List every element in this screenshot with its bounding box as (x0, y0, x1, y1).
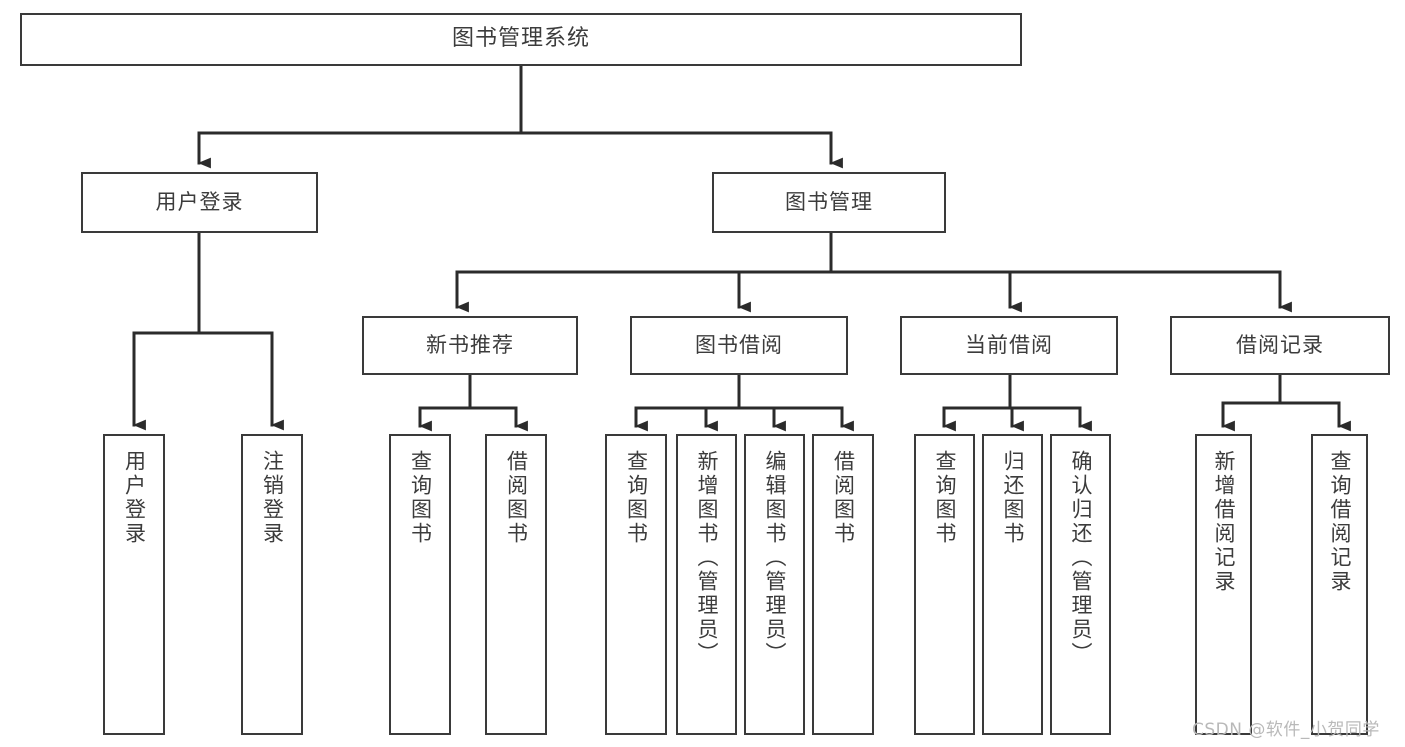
node-leaf-user-logout[interactable]: 注销登录 (241, 434, 303, 735)
node-leaf-add-borrow-record-label: 新增借阅记录 (1212, 450, 1236, 594)
node-new-book-recommend[interactable]: 新书推荐 (362, 316, 578, 375)
node-leaf-add-book[interactable]: 新增图书（管理员） (676, 434, 737, 735)
node-user-login[interactable]: 用户登录 (81, 172, 318, 233)
node-leaf-confirm-return[interactable]: 确认归还（管理员） (1050, 434, 1111, 735)
node-leaf-query-book-1-label: 查询图书 (408, 450, 433, 546)
node-leaf-user-logout-label: 注销登录 (260, 450, 285, 546)
node-leaf-user-login[interactable]: 用户登录 (103, 434, 165, 735)
node-borrow-record-label: 借阅记录 (1236, 332, 1324, 357)
node-leaf-borrow-book-2[interactable]: 借阅图书 (812, 434, 874, 735)
node-leaf-query-book-3-label: 查询图书 (933, 450, 957, 546)
csdn-watermark: CSDN @软件_小贺同学 (1192, 720, 1380, 740)
node-book-borrow[interactable]: 图书借阅 (630, 316, 848, 375)
node-root-label: 图书管理系统 (451, 26, 590, 52)
node-book-manage[interactable]: 图书管理 (712, 172, 946, 233)
node-leaf-query-borrow-record-label: 查询借阅记录 (1328, 450, 1352, 594)
node-leaf-return-book-label: 归还图书 (1001, 450, 1025, 546)
node-leaf-add-book-label: 新增图书（管理员） (695, 450, 719, 666)
node-leaf-confirm-return-label: 确认归还（管理员） (1069, 450, 1093, 666)
node-leaf-query-book-2[interactable]: 查询图书 (605, 434, 667, 735)
node-borrow-record[interactable]: 借阅记录 (1170, 316, 1390, 375)
node-leaf-add-borrow-record[interactable]: 新增借阅记录 (1195, 434, 1252, 735)
node-leaf-query-book-2-label: 查询图书 (624, 450, 649, 546)
node-leaf-user-login-label: 用户登录 (122, 450, 147, 546)
node-leaf-query-borrow-record[interactable]: 查询借阅记录 (1311, 434, 1368, 735)
node-leaf-borrow-book-1-label: 借阅图书 (504, 450, 529, 546)
node-new-book-recommend-label: 新书推荐 (426, 332, 514, 357)
node-user-login-label: 用户登录 (155, 189, 244, 214)
node-leaf-edit-book[interactable]: 编辑图书（管理员） (744, 434, 805, 735)
node-book-borrow-label: 图书借阅 (695, 332, 783, 357)
node-leaf-query-book-3[interactable]: 查询图书 (914, 434, 975, 735)
node-leaf-query-book-1[interactable]: 查询图书 (389, 434, 451, 735)
node-leaf-borrow-book-1[interactable]: 借阅图书 (485, 434, 547, 735)
node-leaf-return-book[interactable]: 归还图书 (982, 434, 1043, 735)
node-leaf-borrow-book-2-label: 借阅图书 (831, 450, 856, 546)
node-current-borrow-label: 当前借阅 (965, 332, 1053, 357)
node-leaf-edit-book-label: 编辑图书（管理员） (763, 450, 787, 666)
node-book-manage-label: 图书管理 (785, 189, 873, 214)
node-current-borrow[interactable]: 当前借阅 (900, 316, 1118, 375)
node-root[interactable]: 图书管理系统 (20, 13, 1022, 66)
